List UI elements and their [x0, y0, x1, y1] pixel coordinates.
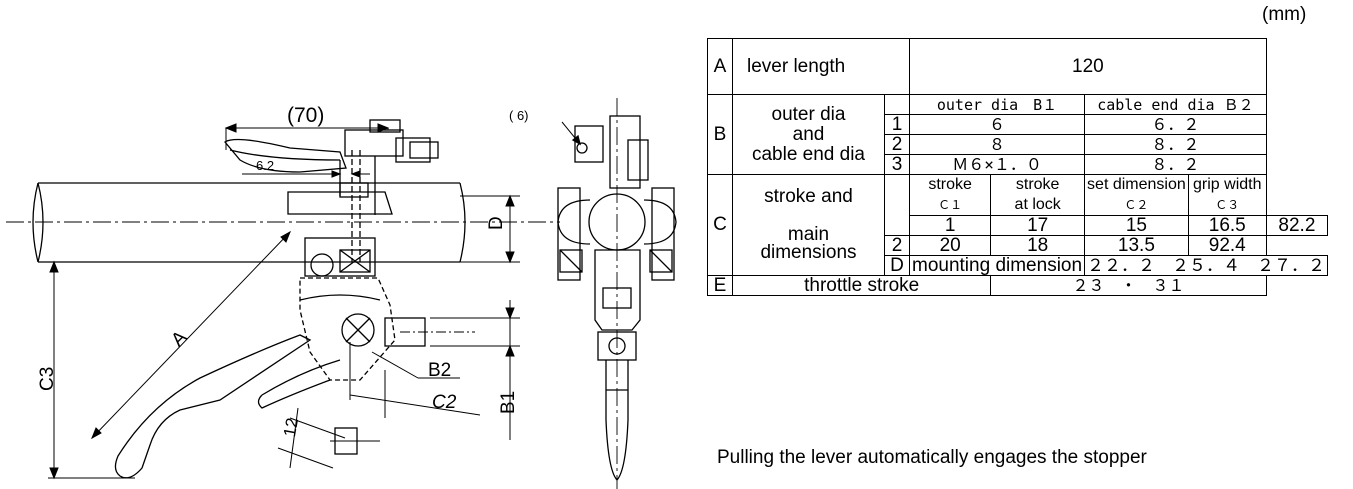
c-row-1-n: 1	[908, 215, 992, 236]
dim-12-label: 12	[280, 416, 302, 438]
dim-c2-label: C2	[432, 392, 457, 413]
c-row-2-lock: 18	[990, 235, 1086, 256]
dim-b2-label: B2	[428, 360, 451, 381]
b-row-3-outer: Ｍ６×１．０	[908, 154, 1086, 175]
b-row-2-n: 2	[884, 134, 910, 155]
b-row-1-outer: ６	[908, 114, 1086, 135]
handlebar-tube	[6, 182, 560, 263]
b-row-1-n: 1	[884, 114, 910, 135]
b-head-cable: cable end dia Ｂ２	[1084, 94, 1267, 115]
technical-drawing: (70) 6.2 ( 6) D A C3 B1 B2 C2 12	[6, 98, 677, 489]
row-a-key: A	[707, 38, 733, 95]
b-row-3-cable: ８．２	[1084, 154, 1267, 175]
row-a-value: 120	[909, 38, 1267, 95]
row-e-key: E	[707, 275, 733, 296]
row-d-value: ２２．２ ２５．４ ２７．２	[1084, 255, 1329, 276]
c-row-1-set: 16.5	[1187, 215, 1267, 236]
c-row-2-grip: 92.4	[1187, 235, 1267, 256]
c-row-1-stroke: 17	[990, 215, 1086, 236]
c-row-2-stroke: 20	[908, 235, 992, 256]
c-row-1-lock: 15	[1084, 215, 1189, 236]
b-row-2-outer: ８	[908, 134, 1086, 155]
dim-6-2-label: 6.2	[256, 158, 274, 173]
b-row-2-cable: ８．２	[1084, 134, 1267, 155]
row-e-label: throttle stroke	[731, 275, 992, 296]
lever-front-view	[557, 98, 677, 489]
row-c-label: stroke and main dimensions	[732, 174, 885, 276]
b-head-outer: outer dia B１	[908, 94, 1086, 115]
row-a-label: lever length	[732, 38, 910, 95]
dim-c3-label: C3	[37, 367, 58, 391]
c-row-2-n: 2	[884, 235, 910, 256]
row-d-label: mounting dimension	[908, 255, 1086, 276]
row-c-key: C	[707, 174, 733, 276]
dim-d-label: D	[486, 216, 507, 230]
c-row-2-set: 13.5	[1084, 235, 1189, 256]
stopper-note: Pulling the lever automatically engages …	[717, 447, 1147, 468]
dim-70-label: (70)	[287, 104, 324, 127]
lever-side-view	[114, 119, 475, 479]
row-d-key: D	[884, 255, 910, 276]
c-row-1-grip: 82.2	[1265, 215, 1329, 236]
row-b-key: B	[707, 94, 733, 175]
row-e-value: ２３ ・ ３１	[990, 275, 1267, 296]
b-row-3-n: 3	[884, 154, 910, 175]
dim-b1-label: B1	[498, 391, 519, 414]
unit-label: (mm)	[1262, 4, 1307, 25]
dimension-lines	[48, 123, 520, 480]
dim-6-label: ( 6)	[509, 108, 529, 123]
b-row-1-cable: ６．２	[1084, 114, 1267, 135]
dim-a-label: A	[167, 327, 191, 351]
